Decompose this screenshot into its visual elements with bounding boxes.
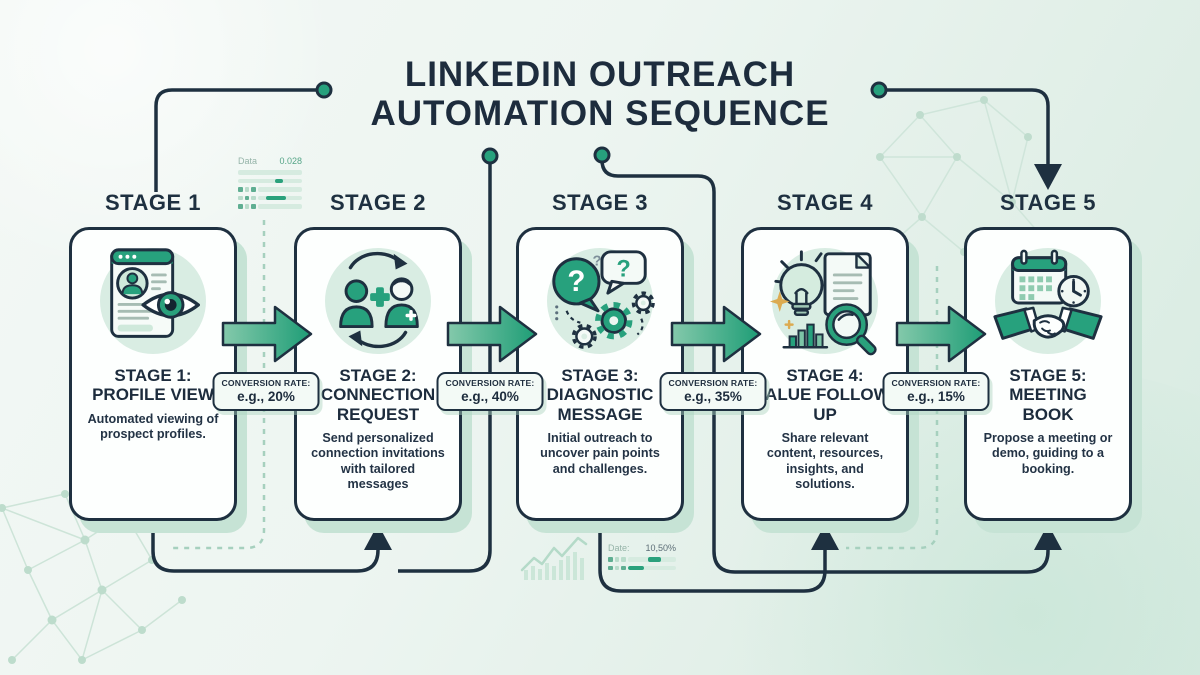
- stage-1-card: STAGE 1: PROFILE VIEW Automated viewing …: [69, 227, 237, 521]
- stage-4-description: Share relevant content, resources, insig…: [766, 431, 884, 492]
- data-panel-bottom-label: Date:: [608, 543, 630, 553]
- page-title: LINKEDIN OUTREACH AUTOMATION SEQUENCE: [0, 55, 1200, 133]
- network-decoration-bottom-left: [0, 490, 186, 664]
- stage-2-card-title-name: CONNECTION REQUEST: [320, 385, 436, 424]
- stage-1-card-title-name: PROFILE VIEW: [92, 385, 214, 405]
- stage-2-label: STAGE 2: [329, 190, 426, 215]
- conversion-badge-2: CONVERSION RATE: e.g., 40%: [436, 372, 544, 411]
- stage-3-column: STAGE 3 ? ? ?: [516, 190, 684, 521]
- value-follow-up-icon: [769, 250, 877, 356]
- stage-1-label: STAGE 1: [104, 190, 201, 215]
- conversion-badge-2-label: CONVERSION RATE:: [445, 378, 535, 388]
- stage-2-description: Send personalized connection invitations…: [311, 431, 445, 492]
- conversion-badge-4-value: e.g., 15%: [907, 389, 965, 404]
- stage-4-card-title-name: VALUE FOLLOW-UP: [754, 385, 896, 424]
- title-line-1: LINKEDIN OUTREACH: [404, 55, 796, 94]
- connector-stage1-to-stage2: [151, 522, 380, 573]
- connector-mid-right: [600, 159, 1050, 574]
- connector-stage3-to-stage4: [598, 523, 827, 593]
- stage-1-description: Automated viewing of prospect profiles.: [87, 411, 219, 442]
- svg-text:?: ?: [593, 254, 602, 270]
- dashed-connector-left: [170, 220, 266, 550]
- profile-view-icon: [110, 248, 200, 338]
- stage-2-card-title-prefix: STAGE 2:: [339, 366, 417, 385]
- stage-3-card-title-name: DIAGNOSTIC MESSAGE: [546, 385, 654, 424]
- data-row: [608, 557, 676, 562]
- stage-3-description: Initial outreach to uncover pain points …: [540, 431, 660, 476]
- conversion-badge-2-value: e.g., 40%: [461, 389, 519, 404]
- data-panel-bottom: Date: 10,50%: [608, 543, 676, 574]
- stage-5-column: STAGE 5: [964, 190, 1132, 521]
- stage-1-column: STAGE 1: [69, 190, 237, 521]
- stage-3-label: STAGE 3: [551, 190, 648, 215]
- flow-arrow-4: [895, 305, 987, 363]
- title-line-2: AUTOMATION SEQUENCE: [370, 93, 830, 133]
- connection-request-icon: [339, 251, 419, 349]
- conversion-badge-3: CONVERSION RATE: e.g., 35%: [659, 372, 767, 411]
- diagnostic-message-icon: ? ? ?: [552, 250, 655, 349]
- conversion-badge-4-label: CONVERSION RATE:: [891, 378, 981, 388]
- meeting-book-icon: [993, 249, 1103, 340]
- connector-title-to-stage5: [879, 88, 1050, 166]
- stage-5-card: STAGE 5: MEETING BOOK Propose a meeting …: [964, 227, 1132, 521]
- conversion-badge-3-label: CONVERSION RATE:: [668, 378, 758, 388]
- flow-arrow-3: [670, 305, 762, 363]
- conversion-badge-3-value: e.g., 35%: [684, 389, 742, 404]
- dashed-connector-right: [846, 266, 939, 550]
- stage-4-card-title-prefix: STAGE 4:: [786, 366, 864, 385]
- svg-text:?: ?: [616, 256, 630, 282]
- svg-text:?: ?: [567, 265, 585, 298]
- stage-5-card-title-name: MEETING BOOK: [1009, 385, 1087, 424]
- sparkline-decoration: [520, 536, 588, 580]
- stage-3-card: ? ? ?: [516, 227, 684, 521]
- conversion-badge-1-label: CONVERSION RATE:: [221, 378, 311, 388]
- stage-5-description: Propose a meeting or demo, guiding to a …: [983, 431, 1113, 476]
- connector-mid-left: [398, 162, 492, 573]
- data-panel-bottom-value: 10,50%: [645, 543, 676, 553]
- stage-5-label: STAGE 5: [999, 190, 1096, 215]
- stage-2-column: STAGE 2: [294, 190, 462, 521]
- stage-3-card-title-prefix: STAGE 3:: [561, 366, 639, 385]
- stage-4-label: STAGE 4: [776, 190, 873, 215]
- conversion-badge-1-value: e.g., 20%: [237, 389, 295, 404]
- flow-arrow-1: [221, 305, 313, 363]
- conversion-badge-4: CONVERSION RATE: e.g., 15%: [882, 372, 990, 411]
- stage-5-card-title-prefix: STAGE 5:: [1009, 366, 1087, 385]
- stage-4-column: STAGE 4: [741, 190, 909, 521]
- flow-arrow-2: [446, 305, 538, 363]
- stage-1-card-title-prefix: STAGE 1:: [114, 366, 192, 385]
- conversion-badge-1: CONVERSION RATE: e.g., 20%: [212, 372, 320, 411]
- data-row: [608, 565, 676, 571]
- stage-2-card: STAGE 2: CONNECTION REQUEST Send persona…: [294, 227, 462, 521]
- connector-arrowheads: [364, 164, 1062, 550]
